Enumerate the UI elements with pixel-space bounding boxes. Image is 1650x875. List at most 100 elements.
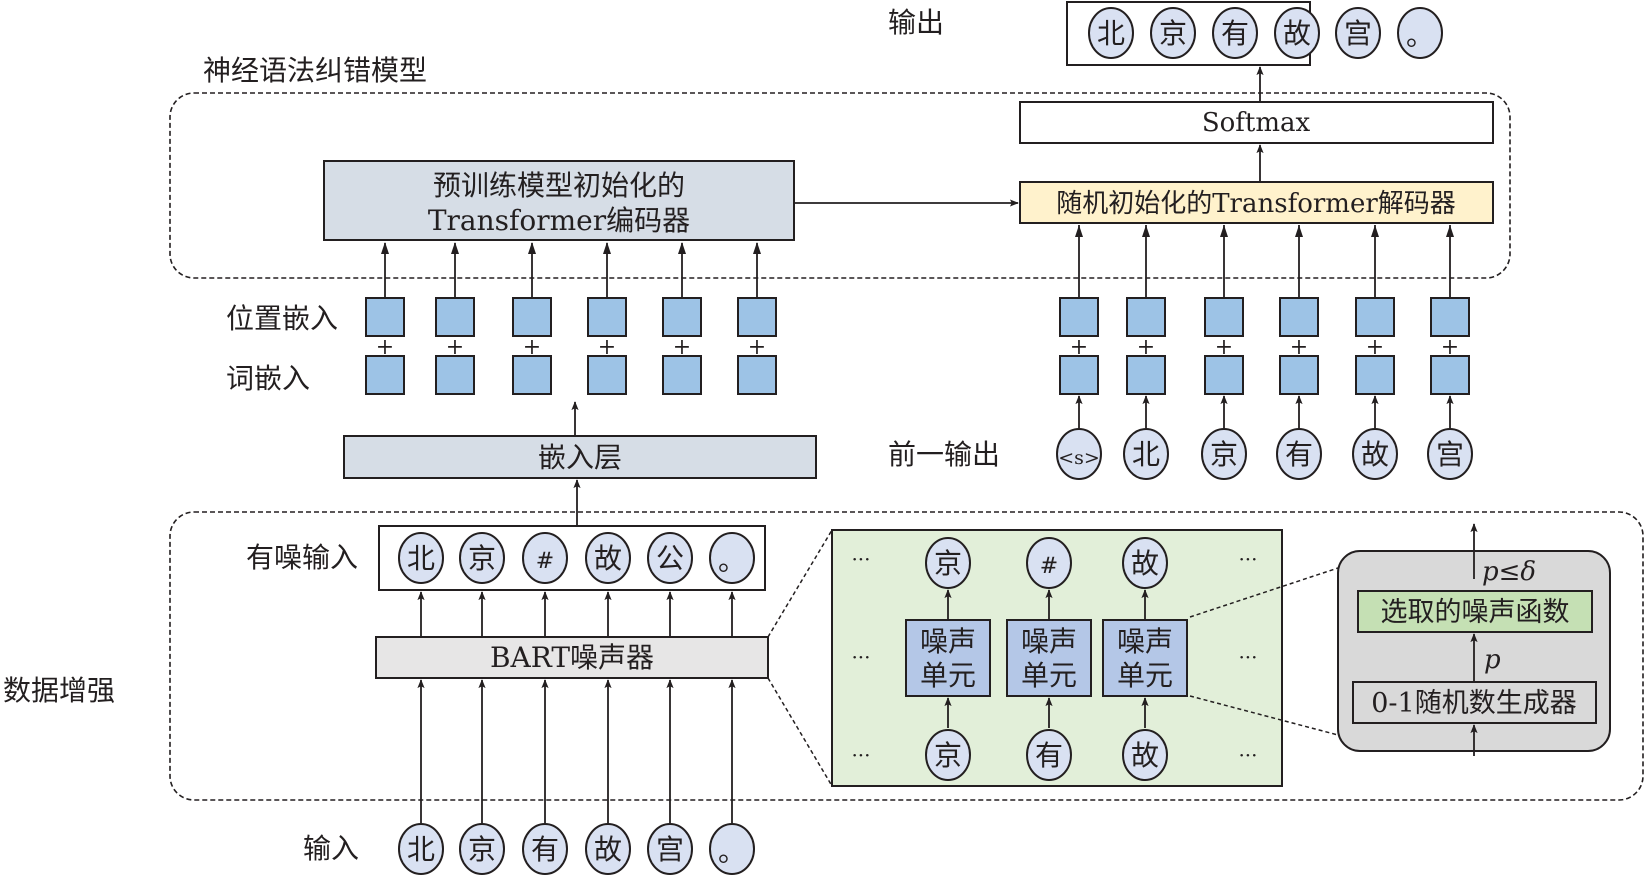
- token-circle: [709, 532, 755, 584]
- token-text: 北: [407, 542, 435, 575]
- token-text: 京: [1159, 17, 1187, 50]
- decoder-embeddings: ++++++: [1059, 225, 1470, 428]
- token-circle: [1352, 428, 1398, 480]
- arrowhead: [451, 242, 459, 254]
- token-text: 北: [1097, 17, 1125, 50]
- arrowhead: [381, 242, 389, 254]
- input-token: 宫: [647, 823, 693, 875]
- word-embedding-square: [1430, 355, 1470, 395]
- token-text: #: [536, 549, 554, 574]
- noisy-input-tokens: 北京#故公。: [398, 532, 755, 584]
- plus-sign: +: [1441, 335, 1459, 360]
- arrowhead: [1075, 225, 1083, 237]
- noise-unit-label-line2: 单元: [920, 659, 976, 692]
- position-embedding-square: [1126, 297, 1166, 337]
- output-token: 有: [1212, 7, 1258, 59]
- word-embedding-square: [662, 355, 702, 395]
- token-circle: [1026, 537, 1072, 589]
- cond-p-le-delta: p≤δ: [1482, 557, 1536, 587]
- noise-unit-label-line1: 噪声: [1117, 625, 1173, 658]
- random-generator-label: 0-1随机数生成器: [1371, 688, 1576, 719]
- output-label: 输出: [888, 6, 944, 39]
- plus-sign: +: [673, 335, 691, 360]
- position-embedding-label: 位置嵌入: [226, 302, 338, 335]
- arrowhead: [1142, 225, 1150, 237]
- zoom-connector-unit-bottom: [1189, 695, 1339, 736]
- noisy-input-token: 公: [647, 532, 693, 584]
- previous-output-token: <s>: [1056, 428, 1102, 480]
- selected-noise-function-block: [1357, 590, 1593, 633]
- previous-output-tokens: <s>北京有故宫: [1056, 428, 1473, 480]
- word-embedding-square: [435, 355, 475, 395]
- arrowhead: [1446, 225, 1454, 237]
- token-circle: [459, 532, 505, 584]
- token-circle: [1212, 7, 1258, 59]
- noise-output-token: #: [1026, 537, 1072, 589]
- token-circle: [1150, 7, 1196, 59]
- token-text: 。: [1406, 19, 1434, 52]
- token-circle: [925, 729, 971, 781]
- token-circle: [522, 823, 568, 875]
- selected-noise-function-label: 选取的噪声函数: [1381, 597, 1570, 628]
- bart-noiser-label: BART噪声器: [490, 641, 654, 674]
- token-text: 有: [1285, 438, 1313, 471]
- token-circle: [398, 823, 444, 875]
- token-text: 京: [468, 542, 496, 575]
- ellipsis: ···: [851, 645, 870, 669]
- output-token: 故: [1274, 7, 1320, 59]
- plus-sign: +: [1366, 335, 1384, 360]
- token-text: 有: [1035, 739, 1063, 772]
- word-embedding-square: [365, 355, 405, 395]
- token-text: 。: [718, 835, 746, 868]
- noise-unit-box: [1006, 619, 1092, 697]
- position-embedding-square: [1430, 297, 1470, 337]
- token-circle: [1056, 428, 1102, 480]
- input-label: 输入: [303, 832, 359, 865]
- plus-sign: +: [1137, 335, 1155, 360]
- ellipsis: ···: [851, 547, 870, 571]
- word-embedding-square: [1204, 355, 1244, 395]
- previous-output-token: 京: [1201, 428, 1247, 480]
- token-circle: [1122, 729, 1168, 781]
- decoder-label: 随机初始化的Transformer解码器: [1056, 189, 1456, 219]
- noisy-input-token: 北: [398, 532, 444, 584]
- token-text: 宫: [1344, 17, 1372, 50]
- output-tokens: 北 京有故宫 。: [1088, 7, 1443, 59]
- word-embedding-square: [512, 355, 552, 395]
- token-circle: [1088, 7, 1134, 59]
- arrowhead: [1295, 225, 1303, 237]
- token-text: 故: [1131, 739, 1159, 772]
- ellipsis: ···: [1238, 743, 1257, 767]
- token-text: 宫: [1436, 438, 1464, 471]
- noise-input-token: 京: [925, 729, 971, 781]
- softmax-block: [1019, 101, 1494, 144]
- token-text: 京: [468, 833, 496, 866]
- previous-output-token: 宫: [1427, 428, 1473, 480]
- bart-noiser-block: [375, 636, 769, 679]
- token-text: 公: [656, 542, 684, 575]
- input-token: 。: [709, 823, 755, 875]
- encoder-label-line1: 预训练模型初始化的: [433, 169, 685, 202]
- position-embedding-square: [435, 297, 475, 337]
- position-embedding-square: [662, 297, 702, 337]
- token-circle: [1397, 7, 1443, 59]
- noiser-arrows: [417, 591, 736, 823]
- arrowhead: [753, 242, 761, 254]
- position-embedding-square: [365, 297, 405, 337]
- position-embedding-square: [587, 297, 627, 337]
- position-embedding-square: [1279, 297, 1319, 337]
- token-text: 北: [407, 833, 435, 866]
- previous-output-token: 有: [1276, 428, 1322, 480]
- plus-sign: +: [1215, 335, 1233, 360]
- token-text: 故: [1361, 438, 1389, 471]
- token-circle: [1335, 7, 1381, 59]
- token-circle: [925, 537, 971, 589]
- random-generator-block: [1352, 681, 1597, 724]
- output-token: 北: [1088, 7, 1134, 59]
- word-embedding-square: [1355, 355, 1395, 395]
- ellipsis: ···: [1238, 547, 1257, 571]
- augmentation-container: [169, 511, 1644, 801]
